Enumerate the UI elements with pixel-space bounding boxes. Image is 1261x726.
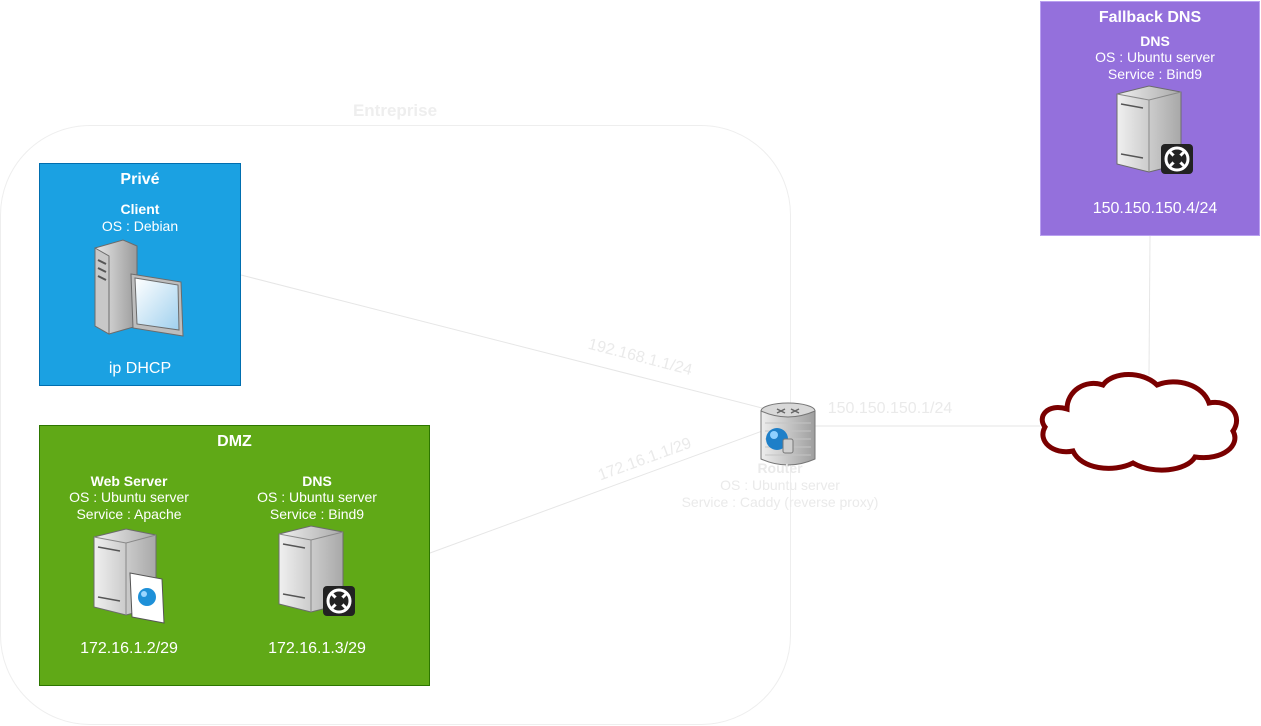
router-service: Service : Caddy (reverse proxy) bbox=[681, 494, 879, 510]
client-ip: ip DHCP bbox=[108, 360, 172, 377]
router-os: OS : Ubuntu server bbox=[720, 477, 840, 493]
client-name: Client bbox=[120, 201, 160, 217]
dns-server-icon[interactable] bbox=[277, 524, 359, 618]
prive-title: Privé bbox=[120, 171, 160, 188]
dmz-title: DMZ bbox=[217, 433, 252, 450]
fallback-dns-service: Service : Bind9 bbox=[1107, 66, 1203, 82]
router-ip-wan: 150.150.150.1/24 bbox=[827, 400, 953, 417]
web-server-name: Web Server bbox=[90, 473, 168, 489]
fallback-dns-os: OS : Ubuntu server bbox=[1095, 49, 1215, 65]
enterprise-label: Entreprise bbox=[352, 101, 438, 120]
client-os: OS : Debian bbox=[101, 218, 179, 234]
link-cloud-fallback bbox=[1148, 235, 1151, 376]
dmz-dns-name: DNS bbox=[302, 473, 332, 489]
fallback-dns-server-icon[interactable] bbox=[1115, 84, 1197, 178]
fallback-dns-title: Fallback DNS bbox=[1098, 9, 1202, 26]
router-icon[interactable] bbox=[757, 401, 819, 469]
dmz-dns-service: Service : Bind9 bbox=[269, 506, 365, 522]
web-server-os: OS : Ubuntu server bbox=[69, 489, 189, 505]
link-prive-router bbox=[240, 274, 771, 411]
dmz-dns-os: OS : Ubuntu server bbox=[257, 489, 377, 505]
workstation-icon[interactable] bbox=[93, 238, 187, 338]
link-dmz-router bbox=[429, 429, 766, 554]
fallback-dns-name: DNS bbox=[1140, 33, 1170, 49]
web-server-service: Service : Apache bbox=[76, 506, 182, 522]
fallback-dns-ip: 150.150.150.4/24 bbox=[1092, 200, 1218, 217]
prive-zone[interactable] bbox=[39, 163, 241, 386]
dmz-dns-ip: 172.16.1.3/29 bbox=[268, 640, 366, 657]
cloud-icon[interactable] bbox=[1037, 369, 1241, 477]
web-server-icon[interactable] bbox=[92, 527, 168, 627]
web-server-ip: 172.16.1.2/29 bbox=[80, 640, 178, 657]
router-name: Router bbox=[757, 460, 803, 476]
